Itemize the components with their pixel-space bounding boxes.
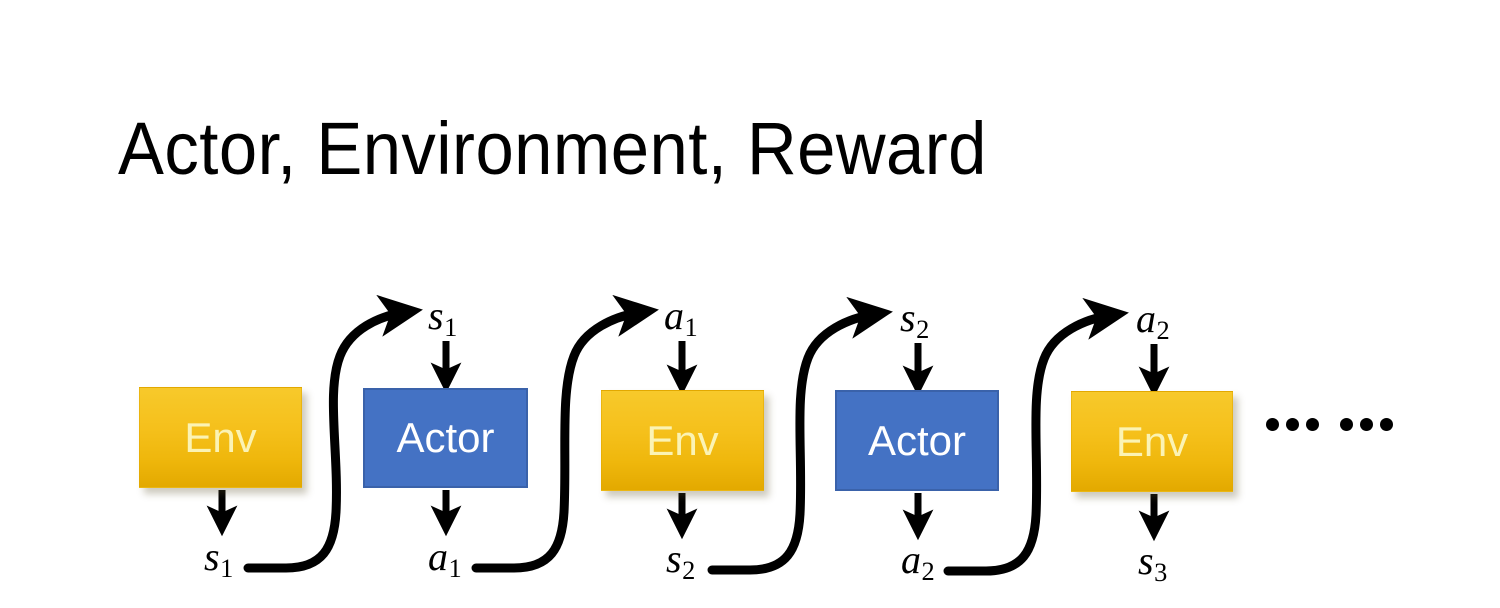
label-bottom-s1: s1 [204,534,233,582]
label-top-a1: a1 [664,293,698,341]
ellipsis-dot [1266,418,1279,431]
label-bottom-a1: a1 [428,534,462,582]
label-subscript: 1 [220,552,234,583]
ellipsis-dot [1286,418,1299,431]
label-top-s2: s2 [900,295,929,343]
label-symbol: a [428,534,448,579]
label-top-a2: a2 [1136,296,1170,344]
label-subscript: 2 [921,555,935,586]
block-env-2[interactable]: Env [601,390,764,491]
label-subscript: 2 [682,554,696,585]
block-label: Actor [867,416,967,464]
ellipsis-gap [1326,424,1333,425]
label-top-s1: s1 [428,293,457,341]
label-subscript: 2 [916,313,930,344]
block-label: Env [646,416,719,464]
block-label: Actor [396,414,495,461]
label-bottom-s2: s2 [666,536,695,584]
ellipsis-dot [1340,418,1353,431]
label-symbol: s [204,534,220,579]
block-actor-1[interactable]: Actor [363,388,528,488]
label-subscript: 1 [448,552,462,583]
label-symbol: s [1138,538,1154,583]
label-symbol: s [900,295,916,340]
ellipsis-indicator [1266,418,1393,431]
block-env-3[interactable]: Env [1071,391,1233,492]
label-bottom-a2: a2 [901,537,935,585]
block-env-1[interactable]: Env [139,387,302,488]
ellipsis-dot [1380,418,1393,431]
block-label: Env [184,413,257,461]
label-subscript: 1 [444,311,458,342]
label-symbol: s [666,536,682,581]
label-subscript: 2 [1156,314,1170,345]
block-actor-2[interactable]: Actor [835,390,999,491]
block-label: Env [1115,417,1189,465]
label-symbol: s [428,293,444,338]
page-title: Actor, Environment, Reward [118,107,987,190]
label-subscript: 1 [684,311,698,342]
label-subscript: 3 [1154,556,1168,587]
label-symbol: a [1136,296,1156,341]
ellipsis-dot [1306,418,1319,431]
ellipsis-dot [1360,418,1373,431]
label-bottom-s3: s3 [1138,538,1167,586]
label-symbol: a [664,293,684,338]
label-symbol: a [901,537,921,582]
